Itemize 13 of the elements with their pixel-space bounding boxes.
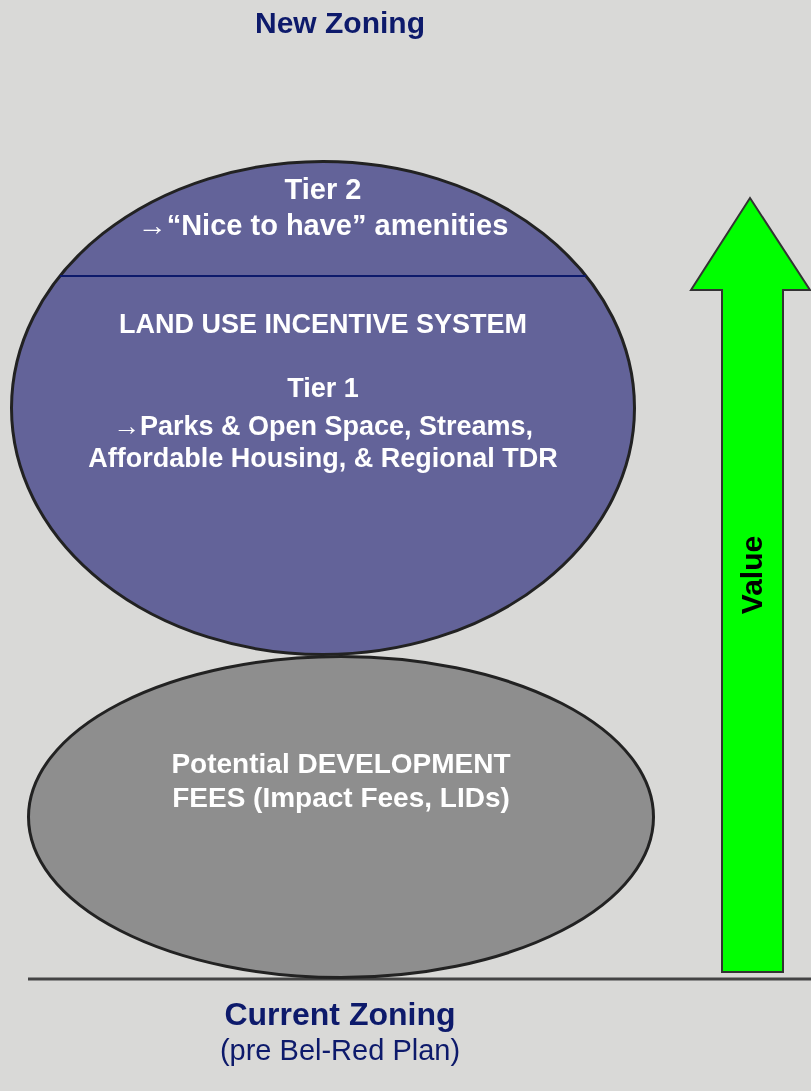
axis-label: Current Zoning — [223, 996, 457, 1033]
node-text: Tier 2 — [283, 172, 363, 207]
value-arrow — [690, 197, 811, 973]
node-text: Tier 1 — [286, 372, 360, 405]
node-text: LAND USE INCENTIVE SYSTEM — [117, 308, 528, 341]
node-text: →Parks & Open Space, Streams, Affordable Housing, & Regional TDR — [87, 410, 559, 475]
node-text: →“Nice to have” amenities — [136, 208, 510, 243]
title: New Zoning — [254, 6, 426, 40]
note: (pre Bel-Red Plan) — [218, 1034, 462, 1067]
incentive-system-ellipse — [10, 160, 636, 656]
development-fees-ellipse — [27, 655, 655, 979]
axis-label: Value — [734, 534, 769, 617]
node-text: Potential DEVELOPMENT FEES (Impact Fees, LIDs) — [170, 747, 512, 815]
